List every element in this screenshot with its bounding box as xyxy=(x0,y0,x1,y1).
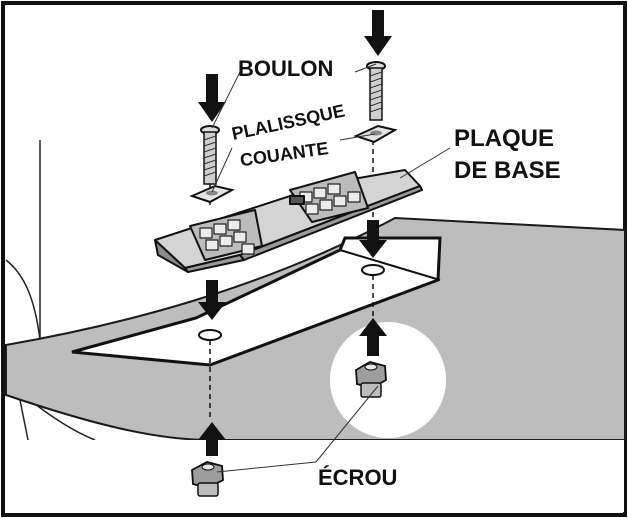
arrow-up-nut-right xyxy=(359,318,387,356)
spotlight-circle xyxy=(330,322,446,438)
label-base-plate-line1: PLAQUE xyxy=(454,125,554,152)
bolt-right xyxy=(366,61,386,121)
bolt-left xyxy=(200,125,220,185)
label-nut: ÉCROU xyxy=(318,465,397,490)
arrow-down-plate-left xyxy=(198,280,226,320)
floor-hole-left xyxy=(198,329,222,341)
nut-left xyxy=(191,461,224,497)
label-bolt: BOULON xyxy=(238,56,333,81)
washer-left xyxy=(189,184,235,204)
label-base-plate-line2: DE BASE xyxy=(454,157,561,184)
leader-lines xyxy=(211,63,451,473)
nut-right xyxy=(355,361,387,398)
floor-hole-right xyxy=(361,264,385,276)
floor-surface xyxy=(5,216,626,441)
arrow-down-bolt-right xyxy=(364,10,392,56)
arrow-up-nut-left xyxy=(198,422,226,456)
base-plate xyxy=(154,169,423,273)
arrow-down-bolt-left xyxy=(198,74,226,122)
arrow-down-plate-right xyxy=(359,220,387,258)
